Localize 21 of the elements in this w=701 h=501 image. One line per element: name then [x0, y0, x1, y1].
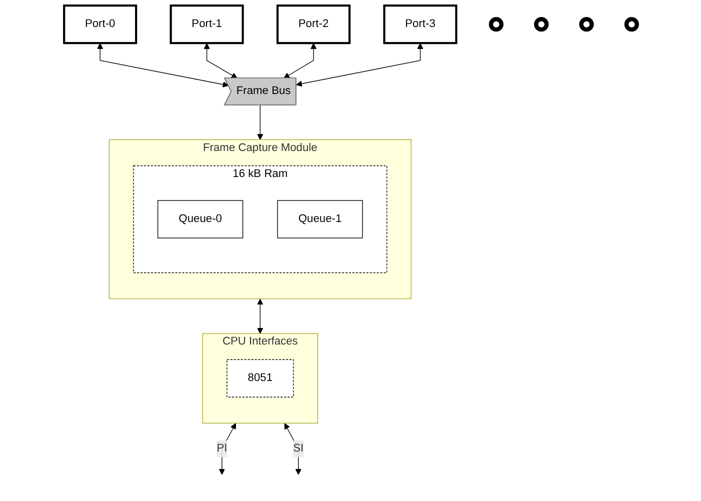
node-circle [534, 17, 549, 32]
arrow [284, 423, 302, 475]
node-circle [624, 17, 639, 32]
arrow [284, 43, 317, 78]
arrow [296, 43, 424, 87]
node-box: 8051 [226, 359, 294, 398]
arrow [257, 104, 264, 140]
edge-label: SI [293, 442, 304, 454]
node-circle [488, 17, 504, 32]
arrow [204, 43, 238, 78]
arrow [257, 298, 264, 334]
node-box: Port-0 [63, 4, 138, 44]
arrow [218, 423, 236, 475]
node-box: Queue-0 [157, 200, 244, 238]
node-box: Queue-1 [277, 200, 363, 238]
node-box: Port-1 [170, 4, 244, 44]
arrow [97, 43, 229, 88]
edge-label: PI [216, 442, 228, 454]
node-circle [579, 17, 594, 32]
node-box: Port-2 [276, 4, 351, 44]
node-box: Port-3 [383, 4, 458, 44]
